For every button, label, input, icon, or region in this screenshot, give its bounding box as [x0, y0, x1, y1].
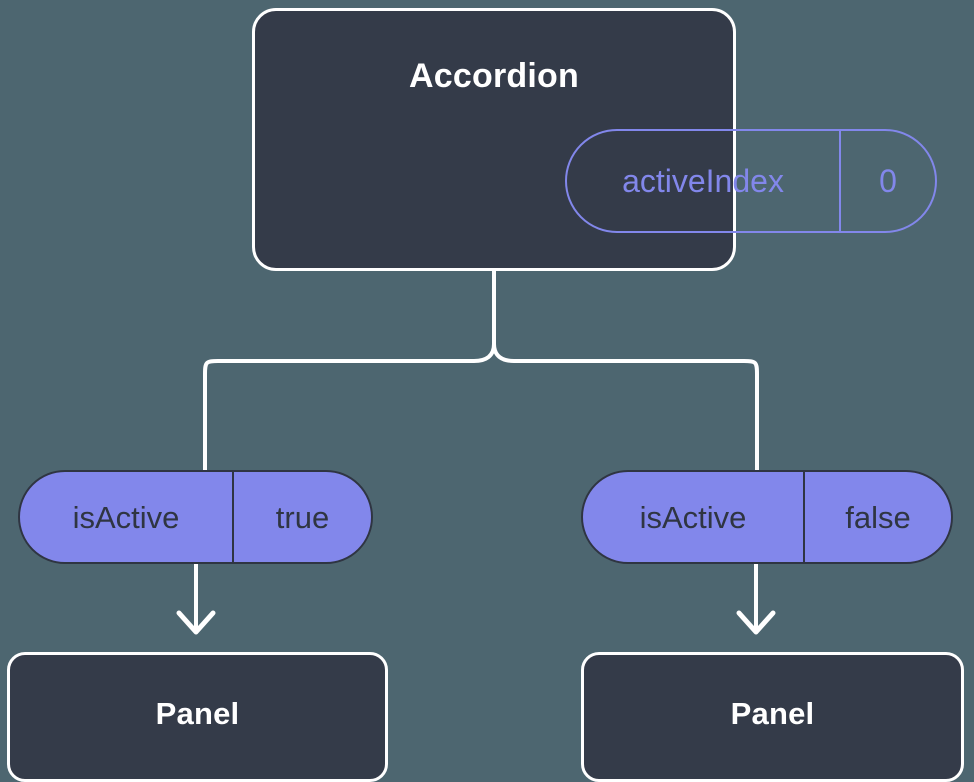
connector-branch-right: [492, 342, 759, 472]
arrowhead-right-icon: [736, 610, 776, 635]
state-badge-is-active-false[interactable]: isActive false: [581, 470, 953, 564]
panel-card-left[interactable]: Panel: [7, 652, 388, 782]
state-badge-right-value: false: [803, 472, 951, 562]
state-badge-right-key: isActive: [639, 499, 747, 535]
connector-branch-left: [203, 342, 496, 472]
arrowhead-left-icon: [176, 610, 216, 635]
prop-badge-active-index-value: 0: [879, 163, 897, 199]
state-badge-is-active-true[interactable]: isActive true: [18, 470, 373, 564]
state-badge-left-value: true: [232, 472, 371, 562]
accordion-root-card[interactable]: Accordion activeIndex 0: [252, 8, 937, 271]
panel-card-left-title: Panel: [155, 695, 240, 731]
state-badge-left-key: isActive: [72, 499, 180, 535]
panel-card-right[interactable]: Panel: [581, 652, 964, 782]
panel-card-right-title: Panel: [730, 695, 815, 731]
prop-badge-active-index[interactable]: activeIndex 0: [565, 129, 937, 233]
prop-badge-active-index-key: activeIndex: [567, 131, 841, 231]
accordion-root-title: Accordion: [409, 57, 579, 95]
